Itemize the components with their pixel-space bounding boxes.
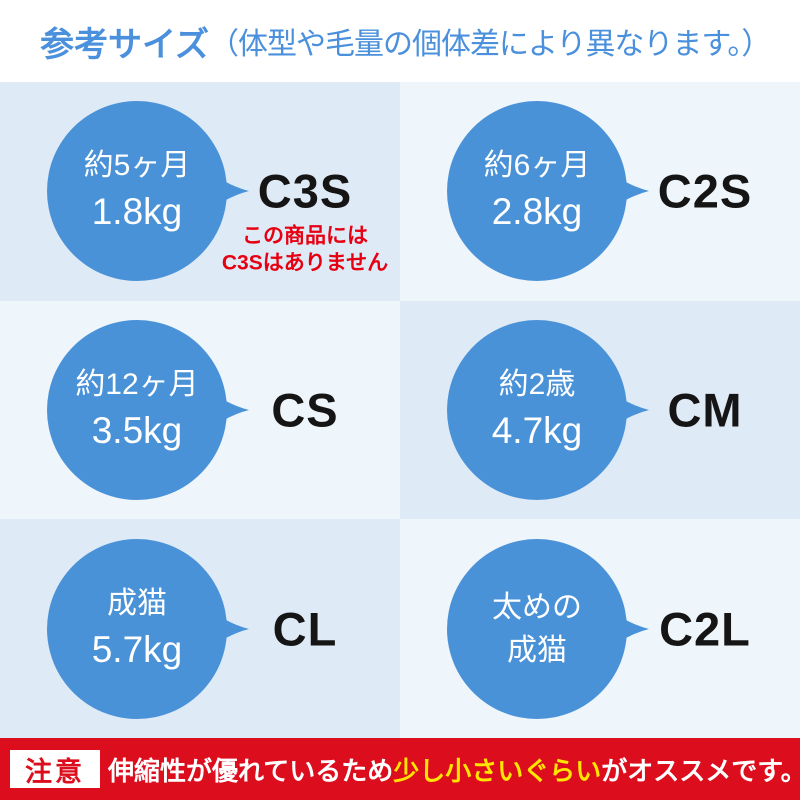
speech-bubble-shape: [447, 319, 649, 500]
size-grid: 約5ヶ月 1.8kg C3S この商品には C3Sはありません 約6ヶ月 2.8…: [0, 82, 800, 738]
size-cell-c2l: 太めの 成猫 C2L: [400, 519, 800, 738]
size-code-wrap: C2S: [625, 164, 785, 218]
availability-note-line2: C3Sはありません: [221, 251, 389, 275]
caution-badge: 注意: [10, 750, 100, 788]
page-title: 参考サイズ（体型や毛量の個体差により異なります。）: [0, 0, 800, 82]
size-code-wrap: C3S この商品には C3Sはありません: [222, 164, 388, 274]
size-bubble: 約6ヶ月 2.8kg: [447, 101, 651, 282]
bubble-label: 成猫 5.7kg: [47, 539, 227, 719]
page-title-sub: （体型や毛量の個体差により異なります。）: [208, 28, 771, 61]
size-bubble: 成猫 5.7kg: [47, 538, 251, 719]
speech-bubble-shape: [447, 538, 649, 719]
bubble-label: 約12ヶ月 3.5kg: [47, 320, 227, 500]
speech-bubble-shape: [447, 101, 649, 282]
bubble-label: 約2歳 4.7kg: [447, 320, 627, 500]
weight-label: 成猫: [507, 633, 567, 667]
weight-label: 4.7kg: [491, 410, 583, 452]
speech-bubble-shape: [47, 101, 249, 282]
size-code: CS: [271, 383, 339, 437]
weight-label: 5.7kg: [91, 628, 183, 670]
size-code: C2L: [659, 601, 751, 655]
page-title-main: 参考サイズ: [40, 25, 209, 64]
caution-text-after: がオススメです。: [601, 755, 800, 786]
caution-bar: 注意 伸縮性が優れているため少し小さいぐらいがオススメです。: [0, 738, 800, 800]
caution-text-before: 伸縮性が優れているため: [108, 755, 394, 786]
size-cell-cs: 約12ヶ月 3.5kg CS: [0, 300, 400, 520]
size-cell-cm: 約2歳 4.7kg CM: [400, 300, 800, 520]
age-label: 成猫: [107, 586, 167, 620]
availability-note: この商品には C3Sはありません: [222, 222, 388, 277]
size-bubble: 約5ヶ月 1.8kg: [47, 101, 251, 282]
weight-label: 1.8kg: [91, 191, 183, 233]
age-label: 約2歳: [498, 368, 576, 402]
size-code-wrap: CL: [225, 601, 385, 655]
caution-text-highlight: 少し小さいぐらい: [393, 755, 602, 786]
size-bubble: 約2歳 4.7kg: [447, 319, 651, 500]
size-code-wrap: CS: [225, 383, 385, 437]
age-label: 太めの: [492, 590, 582, 624]
age-label: 約6ヶ月: [483, 149, 591, 183]
size-code: C2S: [657, 164, 753, 218]
size-code-wrap: CM: [625, 383, 785, 437]
bubble-label: 太めの 成猫: [447, 539, 627, 719]
weight-label: 2.8kg: [491, 191, 583, 233]
size-code: C3S: [257, 164, 353, 218]
age-label: 約12ヶ月: [75, 368, 199, 402]
size-bubble: 太めの 成猫: [447, 538, 651, 719]
speech-bubble-shape: [47, 538, 249, 719]
speech-bubble-shape: [47, 319, 249, 500]
size-cell-c2s: 約6ヶ月 2.8kg C2S: [400, 82, 800, 301]
size-bubble: 約12ヶ月 3.5kg: [47, 319, 251, 500]
weight-label: 3.5kg: [91, 410, 183, 452]
size-cell-c3s: 約5ヶ月 1.8kg C3S この商品には C3Sはありません: [0, 82, 400, 301]
bubble-label: 約6ヶ月 2.8kg: [447, 101, 627, 281]
size-code-wrap: C2L: [625, 601, 785, 655]
size-code: CM: [667, 383, 743, 437]
caution-text: 伸縮性が優れているため少し小さいぐらいがオススメです。: [108, 751, 800, 788]
size-cell-cl: 成猫 5.7kg CL: [0, 519, 400, 738]
availability-note-line1: この商品には: [241, 224, 368, 247]
size-code: CL: [272, 601, 338, 655]
age-label: 約5ヶ月: [83, 149, 191, 183]
bubble-label: 約5ヶ月 1.8kg: [47, 101, 227, 281]
